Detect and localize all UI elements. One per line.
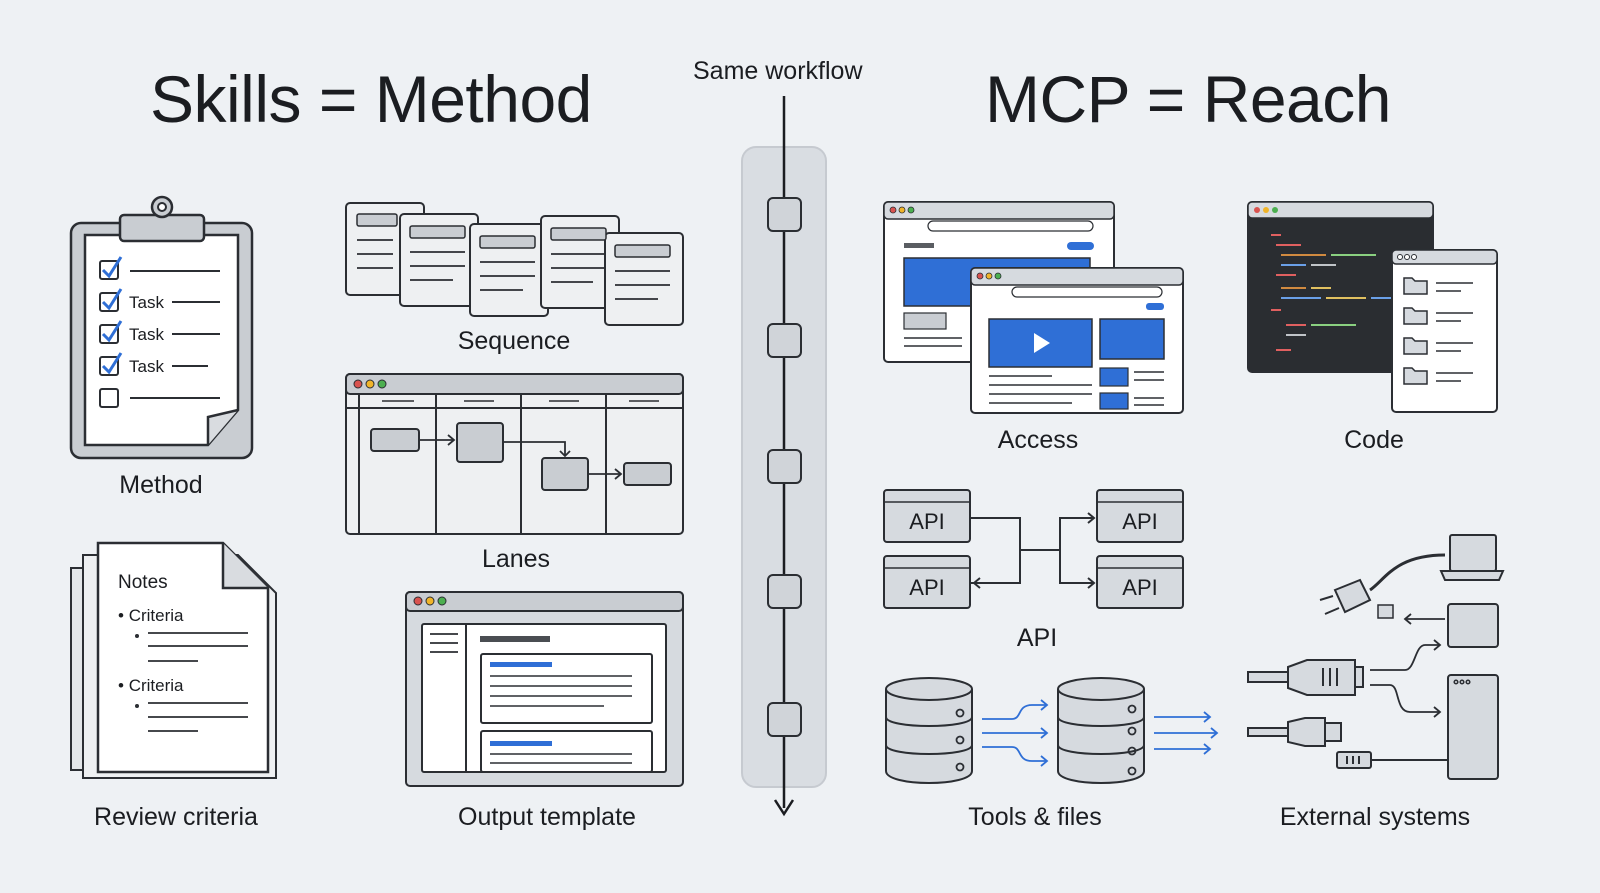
folder-icon [1403, 277, 1428, 385]
output-template-icon [405, 591, 684, 787]
criteria-item: • Criteria [118, 676, 184, 695]
criteria-text: Criteria [128, 676, 184, 695]
criteria-text: Criteria [128, 606, 184, 625]
checkbox-icon [99, 288, 123, 312]
code-editor-icon [1247, 201, 1498, 413]
tools-files-label: Tools & files [968, 803, 1102, 831]
workflow-step [767, 574, 802, 609]
task-label: Task [129, 357, 164, 376]
workflow-step [767, 197, 802, 232]
clipboard-icon [69, 195, 254, 460]
usb-plug-icon [1247, 717, 1342, 747]
output-template-label: Output template [458, 803, 636, 831]
usb-c-plug-icon [1336, 751, 1372, 769]
lanes-board-icon [345, 373, 684, 535]
api-box-label: API [909, 575, 945, 600]
criteria-item: • Criteria [118, 606, 184, 625]
workflow-step [767, 702, 802, 737]
checkbox-icon [99, 320, 123, 344]
play-icon [1034, 333, 1050, 353]
external-systems-icon [1247, 534, 1505, 780]
lanes-label: Lanes [481, 545, 551, 573]
database-icon [885, 677, 1219, 784]
sequence-documents-icon [345, 202, 684, 326]
api-label: API [1016, 624, 1058, 652]
task-label: Task [129, 325, 164, 344]
review-criteria-label: Review criteria [94, 803, 258, 831]
workflow-label: Same workflow [693, 57, 863, 85]
ethernet-plug-icon [1247, 659, 1364, 696]
external-systems-label: External systems [1279, 803, 1471, 831]
plug-icon [1319, 578, 1372, 615]
task-label: Task [129, 293, 164, 312]
mcp-title: MCP = Reach [985, 62, 1391, 136]
api-box-label: API [1122, 575, 1158, 600]
review-notes-icon [70, 541, 277, 779]
browser-windows-icon [883, 201, 1184, 414]
api-box-label: API [1122, 509, 1158, 534]
sequence-label: Sequence [457, 327, 571, 355]
laptop-icon [1439, 534, 1505, 581]
workflow-step [767, 323, 802, 358]
code-label: Code [1344, 426, 1404, 454]
workflow-arrow-icon [773, 799, 795, 817]
method-label: Method [119, 471, 203, 499]
api-box-label: API [909, 509, 945, 534]
checkbox-empty-icon [99, 388, 119, 408]
api-connections-icon [883, 489, 1184, 609]
access-label: Access [997, 426, 1079, 454]
checkbox-icon [99, 352, 123, 376]
workflow-step [767, 449, 802, 484]
notes-heading: Notes [118, 572, 168, 593]
checkbox-icon [99, 256, 123, 280]
skills-title: Skills = Method [150, 62, 592, 136]
